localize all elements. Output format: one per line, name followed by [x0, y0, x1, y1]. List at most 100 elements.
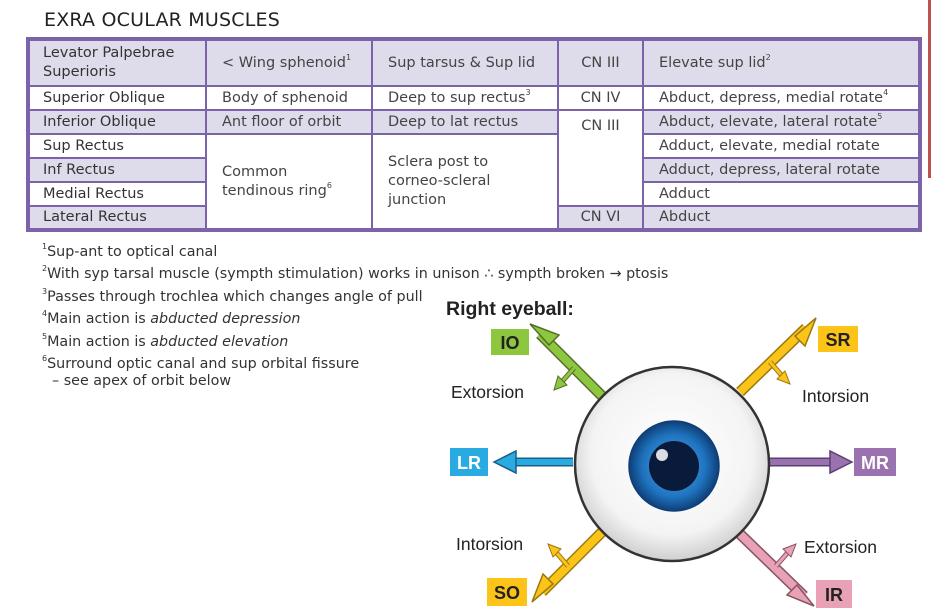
insertion-cell: Sup tarsus & Sup lid — [371, 38, 559, 87]
footnote-2: 2With syp tarsal muscle (sympth stimulat… — [42, 258, 669, 283]
footnote-number: 6 — [42, 353, 48, 363]
footnote-number: 5 — [42, 331, 48, 341]
origin-cell: < Wing sphenoid1 — [205, 38, 373, 87]
muscle-name-cell: Medial Rectus — [27, 181, 207, 207]
footnote-text: – see apex of orbit below — [52, 373, 232, 390]
insertion-line: Sclera post to — [388, 154, 489, 170]
insertion-text: Deep to sup rectus — [388, 89, 526, 106]
nerve-cell: CN III — [557, 109, 644, 207]
mr-label-box — [854, 448, 896, 476]
footnotes: 1Sup-ant to optical canal 2With syp tars… — [42, 236, 668, 393]
action-text: Abduct, elevate, lateral rotate — [659, 113, 878, 130]
muscle-name-line: Levator Palpebrae — [43, 45, 175, 61]
origin-cell: Body of sphenoid — [205, 85, 373, 111]
insertion-line: junction — [388, 192, 447, 208]
origin-line: Common — [222, 163, 288, 180]
footnote-5: 5Main action is abducted elevation — [42, 326, 668, 350]
muscle-table: Levator Palpebrae Superioris < Wing sphe… — [26, 37, 922, 232]
footnote-emphasis: abducted depression — [150, 311, 301, 328]
action-cell: Abduct, elevate, lateral rotate5 — [642, 109, 921, 135]
footnote-number: 4 — [42, 309, 48, 319]
nerve-cell: CN IV — [557, 85, 644, 111]
table-row: Inferior Oblique Ant floor of orbit Deep… — [27, 109, 921, 207]
lr-label-box — [450, 448, 488, 476]
insertion-line: corneo-scleral — [388, 173, 491, 189]
torsion-label-bottom-right: Extorsion — [804, 537, 877, 557]
table-row: Superior Oblique Body of sphenoid Deep t… — [27, 85, 921, 111]
insertion-cell: Deep to lat rectus — [371, 109, 559, 135]
footnote-text: Surround optic canal and sup orbital fis… — [47, 355, 360, 372]
ir-arrow — [736, 530, 815, 607]
eye-highlight — [656, 449, 668, 461]
sr-label: SR — [825, 330, 850, 350]
sr-label-box — [818, 326, 858, 352]
torsion-label-top-right: Intorsion — [802, 386, 869, 406]
footnote-emphasis: abducted elevation — [150, 333, 289, 350]
table-row: Medial Rectus Adduct — [27, 181, 921, 207]
lr-label: LR — [457, 453, 481, 473]
nerve-cell: CN III — [557, 38, 644, 87]
so-arrow — [531, 528, 606, 603]
muscle-name-cell: Levator Palpebrae Superioris — [27, 38, 207, 87]
io-label: IO — [500, 333, 519, 353]
origin-cell: Common tendinous ring6 — [205, 133, 373, 231]
torsion-label-top-left: Extorsion — [451, 382, 524, 402]
io-arrow — [529, 323, 606, 400]
footnote-number: 3 — [42, 286, 48, 296]
footnote-text: Main action is — [47, 311, 151, 328]
action-cell: Adduct, depress, lateral rotate — [642, 157, 921, 183]
io-label-box — [491, 329, 529, 355]
action-cell: Abduct — [642, 205, 921, 231]
action-cell: Adduct, elevate, medial rotate — [642, 133, 921, 159]
footnote-ref: 3 — [525, 87, 531, 97]
mr-arrow — [768, 449, 854, 475]
table-row: Lateral Rectus CN VI Abduct — [27, 205, 921, 231]
footnote-1: 1Sup-ant to optical canal — [42, 236, 668, 260]
muscle-name-cell: Inferior Oblique — [27, 109, 207, 135]
ir-label-box — [816, 580, 852, 608]
action-text: Abduct, depress, medial rotate — [659, 89, 884, 106]
footnote-ref: 6 — [326, 180, 332, 190]
sr-arrow — [736, 317, 817, 396]
origin-text: < Wing sphenoid — [222, 54, 346, 71]
origin-line: tendinous ring6 — [222, 180, 371, 201]
table-row: Sup Rectus Common tendinous ring6 Sclera… — [27, 133, 921, 231]
footnote-ref: 4 — [883, 87, 889, 97]
origin-cell: Ant floor of orbit — [205, 109, 373, 135]
page-title: EXRA OCULAR MUSCLES — [44, 9, 280, 31]
action-cell: Adduct — [642, 181, 921, 207]
lr-arrow — [492, 449, 573, 475]
action-text: Elevate sup lid — [659, 54, 766, 71]
footnote-6-continued: – see apex of orbit below — [42, 370, 668, 392]
origin-text: tendinous ring — [222, 182, 327, 199]
table-row: Levator Palpebrae Superioris < Wing sphe… — [27, 38, 921, 87]
pupil — [649, 441, 699, 491]
footnote-3: 3Passes through trochlea which changes a… — [42, 281, 668, 305]
footnote-ref: 2 — [765, 52, 771, 62]
footnote-ref: 5 — [877, 111, 883, 121]
muscle-name-cell: Inf Rectus — [27, 157, 207, 183]
footnote-6: 6Surround optic canal and sup orbital fi… — [42, 348, 668, 372]
footnote-4: 4Main action is abducted depression — [42, 303, 668, 328]
footnote-text: Main action is — [47, 333, 151, 350]
diagram-title: Right eyeball: — [446, 298, 574, 320]
footnote-text: Passes through trochlea which changes an… — [47, 288, 423, 305]
eyeball-diagram: Right eyeball: — [446, 298, 896, 608]
mr-label: MR — [861, 453, 889, 473]
eyeball — [573, 365, 771, 563]
footnote-text: With syp tarsal muscle (sympth stimulati… — [47, 266, 669, 283]
action-cell: Abduct, depress, medial rotate4 — [642, 85, 921, 111]
footnote-ref: 1 — [345, 52, 352, 62]
footnote-number: 2 — [42, 264, 48, 274]
insertion-cell: Sclera post to corneo-scleral junction — [371, 133, 559, 231]
ir-label: IR — [825, 585, 843, 605]
insertion-cell: Deep to sup rectus3 — [371, 85, 559, 111]
torsion-label-bottom-left: Intorsion — [456, 534, 523, 554]
muscle-name-cell: Sup Rectus — [27, 133, 207, 159]
action-cell: Elevate sup lid2 — [642, 38, 921, 87]
nerve-cell: CN VI — [557, 205, 644, 231]
table-row: Inf Rectus Adduct, depress, lateral rota… — [27, 157, 921, 183]
muscle-name-line: Superioris — [43, 64, 116, 80]
muscle-name-cell: Lateral Rectus — [27, 205, 207, 231]
footnote-number: 1 — [42, 242, 48, 251]
